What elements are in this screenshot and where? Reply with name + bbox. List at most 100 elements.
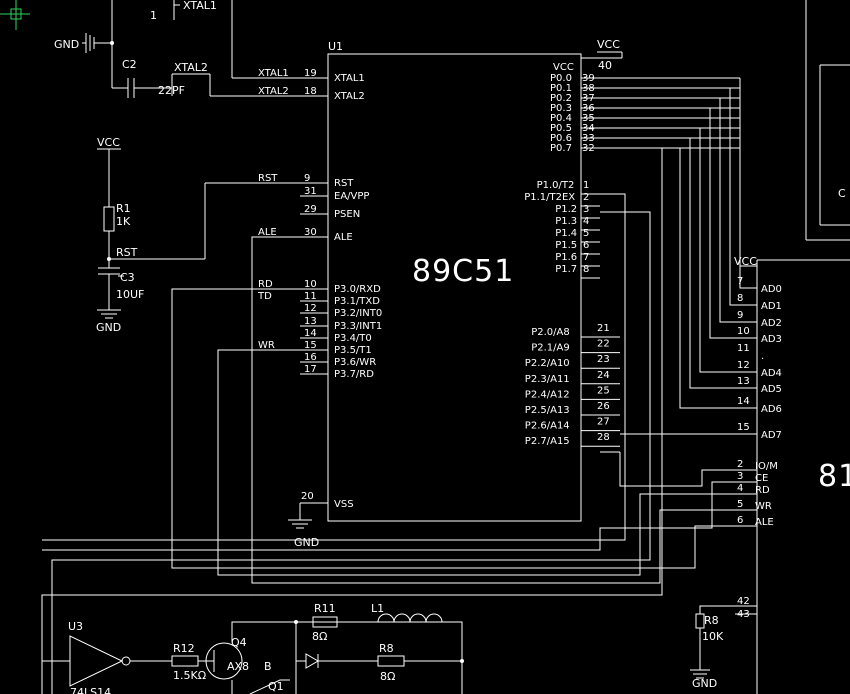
right-pin-number: 10 (737, 326, 750, 337)
left-pin-name: ALE (334, 232, 353, 243)
left-pin-number: 15 (304, 340, 317, 351)
left-pin-number: 9 (304, 173, 310, 184)
chip-name: 89C51 (412, 254, 514, 289)
resistor-r1 (103, 206, 115, 232)
p2-pin-number: 26 (597, 401, 610, 412)
p2-pin-name: P2.5/A13 (525, 405, 570, 416)
p1-pin-number: 1 (583, 180, 589, 191)
left-pin-number: 29 (304, 204, 317, 215)
left-pin-net: RST (258, 173, 278, 184)
left-pin-net: ALE (258, 227, 277, 238)
ctrl-pin-number: 2 (737, 459, 743, 470)
right-pin-name: AD5 (761, 384, 782, 395)
chip-vss: 20 VSS GND (288, 491, 354, 549)
ctrl-pin-name: IO/M (755, 461, 778, 472)
left-pin-name: P3.0/RXD (334, 284, 381, 295)
q4-label: Q4 (231, 636, 247, 649)
p0-pin-name: P0.3 (550, 103, 572, 114)
p2-pin-name: P2.3/A11 (525, 374, 570, 385)
p0-pin-number: 33 (582, 133, 595, 144)
p1-pin-number: 7 (583, 252, 589, 263)
p1-pin-number: 3 (583, 204, 589, 215)
svg-text:VCC: VCC (553, 62, 574, 73)
label-c2-value: 22PF (158, 84, 185, 97)
left-pin-number: 13 (304, 316, 317, 327)
right-pin-name: AD3 (761, 334, 782, 345)
p0-pin-name: P0.0 (550, 73, 572, 84)
p0-pin-number: 37 (582, 93, 595, 104)
p2-pin-name: P2.0/A8 (531, 327, 570, 338)
p2-pin-name: P2.2/A10 (525, 358, 570, 369)
cursor-marker (0, 0, 30, 30)
inductor-l1 (377, 613, 443, 623)
ctrl-pin-name: ALE (755, 517, 774, 528)
right-pin-name: . (761, 351, 764, 362)
r8-gnd: GND (692, 677, 717, 690)
left-pin-net: XTAL1 (258, 68, 289, 79)
p0-pin-name: P0.1 (550, 83, 572, 94)
p1-pin-number: 4 (583, 216, 589, 227)
p2-pin-name: P2.7/A15 (525, 436, 570, 447)
q4-pin: B (264, 660, 272, 673)
p1-pin-number: 6 (583, 240, 589, 251)
label-r1-value: 1K (116, 215, 131, 228)
r12-value: 1.5KΩ (173, 669, 206, 682)
chip-ref: U1 (328, 40, 343, 53)
ctrl-pin-number: 6 (737, 515, 743, 526)
p1-pin-number: 2 (583, 192, 589, 203)
left-pin-name: EA/VPP (334, 191, 369, 202)
u3-part: 74LS14 (70, 686, 111, 694)
p2-pin-name: P2.6/A14 (525, 421, 570, 432)
left-pin-number: 31 (304, 186, 317, 197)
extra-pin-42: 42 (737, 596, 750, 607)
left-pin-name: P3.6/WR (334, 357, 376, 368)
left-pin-number: 16 (304, 352, 317, 363)
left-pin-number: 11 (304, 291, 317, 302)
l1-label: L1 (371, 602, 384, 615)
left-pin-name: PSEN (334, 209, 360, 220)
p1-pin-name: P1.0/T2 (537, 180, 575, 191)
label-c3-value: 10UF (116, 288, 144, 301)
right-pin-number: 7 (737, 276, 743, 287)
right-pin-name: AD4 (761, 368, 782, 379)
right-chip-vcc: VCC (734, 255, 757, 268)
p2-pin-number: 25 (597, 385, 610, 396)
vss-pin-number: 20 (301, 491, 314, 502)
right-chip: VCC 81 C (734, 187, 850, 494)
reset-circuit: VCC R1 1K RST C3 10UF GND (96, 136, 328, 334)
ctrl-pin-name: CE (755, 473, 768, 484)
left-pin-name: P3.2/INT0 (334, 308, 382, 319)
left-pin-name: XTAL2 (334, 91, 365, 102)
left-pin-name: P3.3/INT1 (334, 321, 382, 332)
label-gnd-top: GND (54, 38, 79, 51)
left-pin-number: 30 (304, 227, 317, 238)
left-pin-name: P3.5/T1 (334, 345, 372, 356)
p0-pin-number: 35 (582, 113, 595, 124)
extra-pin-43: 43 (737, 609, 750, 620)
label-xtal2-top: XTAL2 (174, 61, 208, 74)
r8b-value: 8Ω (380, 670, 395, 683)
left-pin-name: P3.4/T0 (334, 333, 372, 344)
right-pin-number: 11 (737, 343, 750, 354)
chip-89c51: U1 89C51 VCC 40 VCC (327, 38, 623, 522)
right-pin-name: AD6 (761, 404, 782, 415)
p2-pin-name: P2.4/A12 (525, 389, 570, 400)
ctrl-pin-number: 5 (737, 499, 743, 510)
right-pin-number: 14 (737, 396, 750, 407)
left-pin-number: 10 (304, 279, 317, 290)
q4-part: AX8 (227, 660, 249, 673)
resistor-r8-bottom (377, 655, 405, 667)
right-chip-ref: 81 (818, 459, 850, 494)
p2-pin-name: P2.1/A9 (531, 343, 570, 354)
r12-label: R12 (173, 642, 195, 655)
resistor-r11 (312, 616, 338, 628)
p1-pin-name: P1.1/T2EX (524, 192, 575, 203)
left-pin-number: 19 (304, 68, 317, 79)
p2-pin-number: 28 (597, 432, 610, 443)
r8-label: R8 (704, 614, 719, 627)
p1-pin-name: P1.7 (555, 264, 577, 275)
